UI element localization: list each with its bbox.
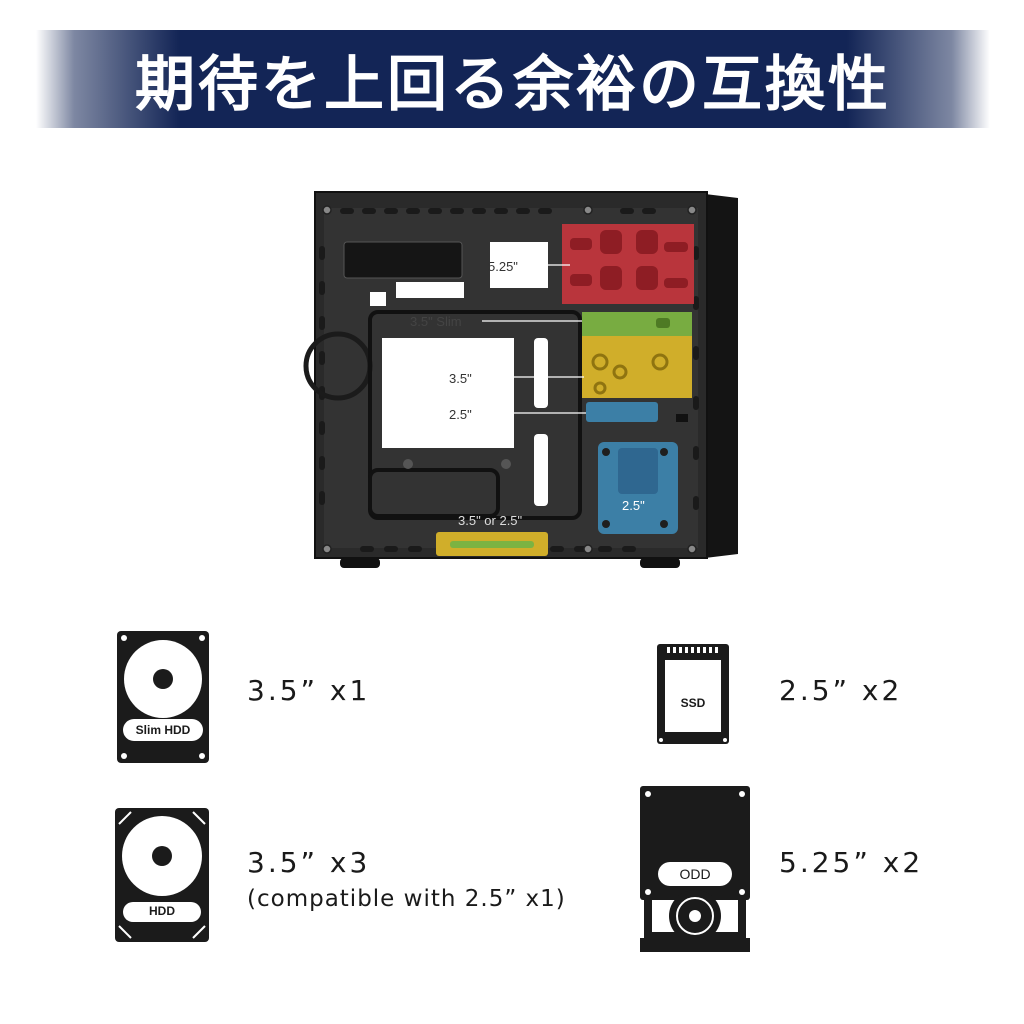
bay-label-ssd-tray: 2.5" (622, 498, 645, 513)
case-illustration (303, 191, 738, 568)
bay-label-bottom: 3.5" or 2.5" (458, 513, 523, 528)
slim-hdd-icon-label: Slim HDD (135, 723, 191, 737)
bay-label-ssd-25: 2.5" (449, 407, 472, 422)
spec-hdd-text: 3.5” x3 (247, 846, 371, 879)
spec-hdd-note: (compatible with 2.5” x1) (247, 886, 566, 912)
bay-label-525: 5.25" (488, 259, 518, 274)
slim-hdd-icon: Slim HDD (117, 631, 209, 763)
bay-label-slim-35: 3.5" Slim (410, 314, 462, 329)
ssd-icon-label: SSD (680, 696, 706, 710)
hdd-icon: HDD (115, 808, 209, 942)
spec-slim-hdd-text: 3.5” x1 (247, 674, 371, 707)
odd-icon-label: ODD (679, 866, 711, 882)
odd-icon: ODD (640, 786, 750, 956)
hdd-icon-label: HDD (149, 904, 175, 918)
spec-odd-text: 5.25” x2 (779, 846, 924, 879)
ssd-icon: SSD (657, 644, 729, 744)
spec-ssd-text: 2.5” x2 (779, 674, 903, 707)
case-diagram: 5.25" 3.5" Slim 3.5" 2.5" 3.5" or 2.5" 2… (300, 186, 746, 570)
bay-label-hdd-35: 3.5" (449, 371, 472, 386)
banner-title: 期待を上回る余裕の互換性 (135, 49, 891, 120)
title-banner: 期待を上回る余裕の互換性 (36, 30, 990, 128)
